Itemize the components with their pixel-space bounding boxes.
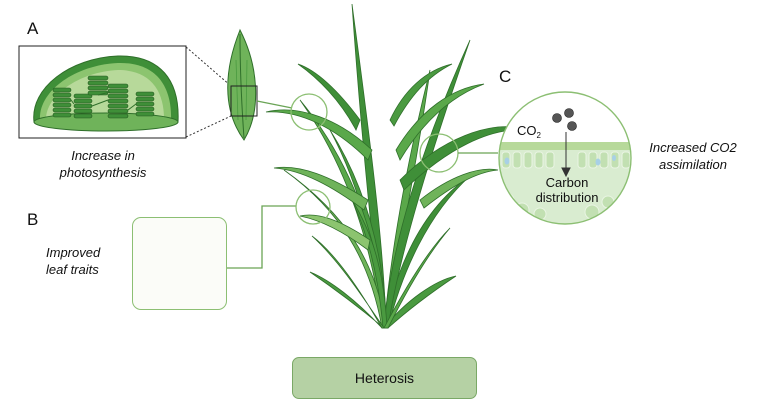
grass-plant [265,3,531,329]
panel-b-caption-line1: Improved [46,245,101,260]
co2-label-subscript: 2 [536,131,541,140]
panel-c-caption-line1: Increased CO2 [649,140,737,155]
carbon-arrow [561,132,571,178]
chloroplast-panel [18,45,187,139]
panel-a-letter: A [27,19,39,38]
panel-a-caption-line1: Increase in [71,148,135,163]
heterosis-box: Heterosis [292,357,477,399]
chloroplast-cut-face [33,112,179,132]
zoom-lines-a [185,46,232,138]
panel-a-caption: Increase in photosynthesis [38,147,168,181]
carbon-distribution-label: Carbon distribution [520,175,614,205]
panel-c-letter: C [499,67,512,86]
co2-label: CO2 [517,123,541,143]
co2-molecules [552,108,577,131]
carbon-distribution-line2: distribution [535,190,599,205]
leaf-traits-box [132,217,227,310]
single-leaf-a [227,28,293,141]
panel-a-caption-line2: photosynthesis [59,165,147,180]
stroma-lamellae [70,91,137,111]
co2-label-text: CO [517,123,537,138]
heterosis-label: Heterosis [354,370,415,386]
zoom-circle-a [290,93,328,131]
panel-c-caption: Increased CO2 assimilation [630,139,756,173]
carbon-distribution-line1: Carbon [545,175,589,190]
panel-c-caption-line2: assimilation [659,157,727,172]
panel-b-caption: Improved leaf traits [46,244,131,278]
stomata-dots [504,155,616,166]
zoom-circle-b [295,189,331,225]
grana-stacks [52,75,155,119]
connector-b [225,205,296,269]
panel-b-caption-line2: leaf traits [46,262,99,277]
co2-panel [498,91,632,225]
panel-b-letter: B [27,210,39,229]
